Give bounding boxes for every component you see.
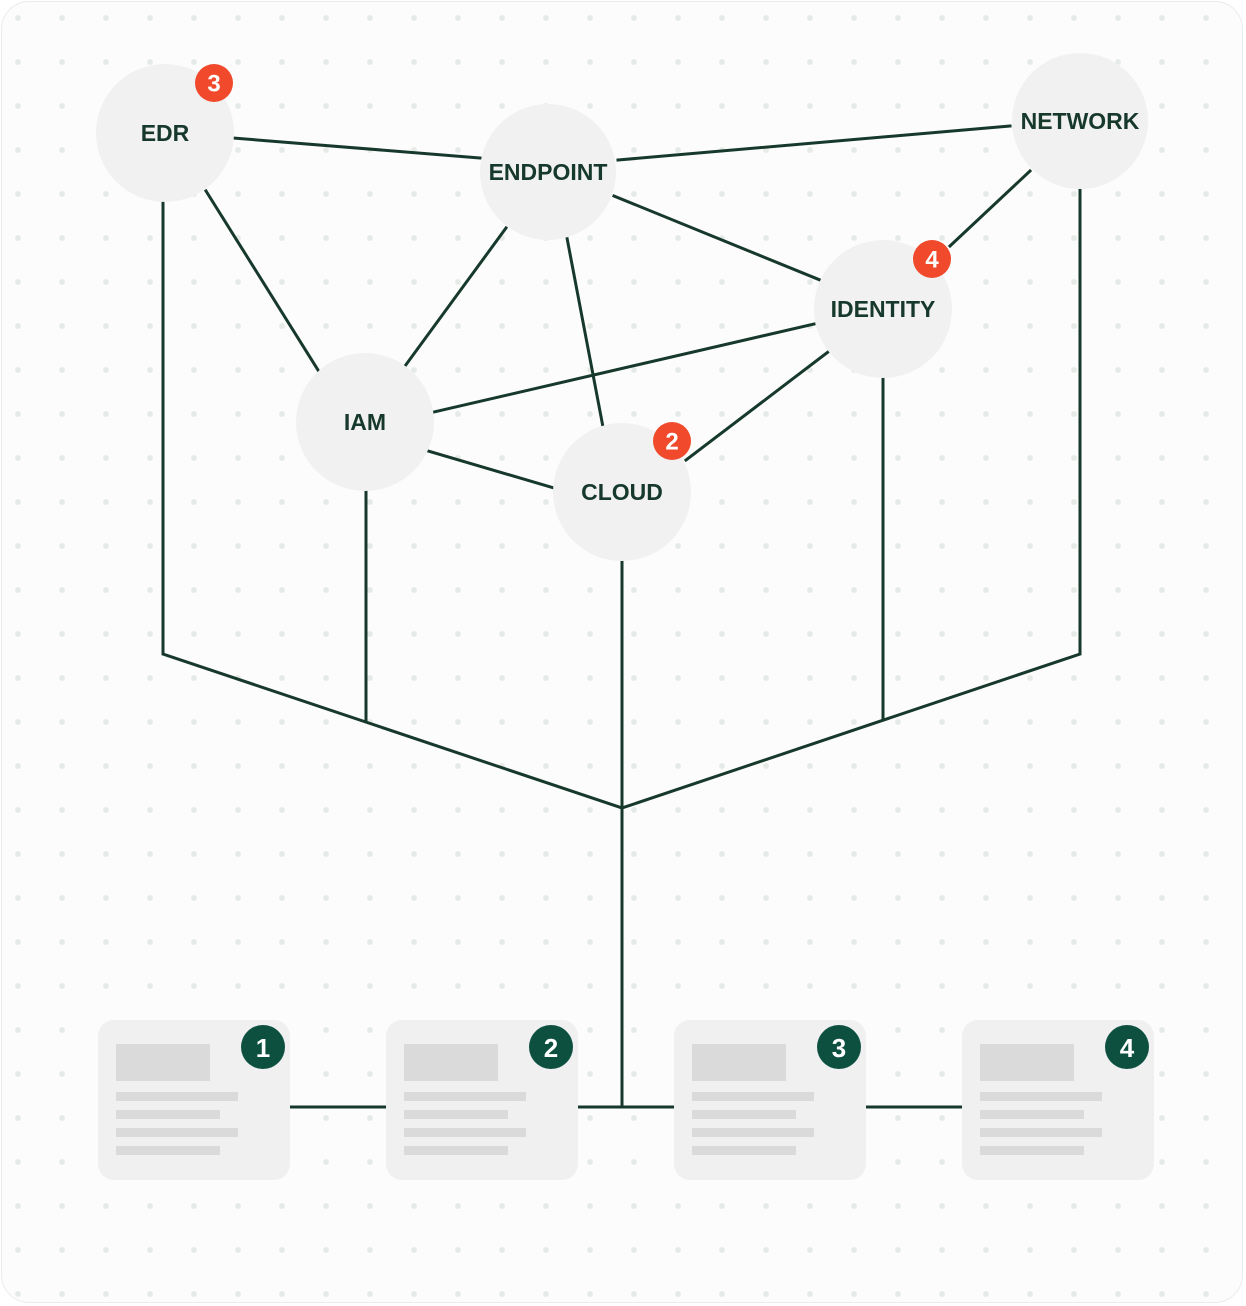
card-4[interactable]: 4 [962, 1020, 1154, 1180]
node-label: NETWORK [1021, 108, 1140, 134]
node-label: CLOUD [581, 479, 663, 505]
alert-badge: 4 [913, 240, 951, 278]
card-text-line-placeholder [404, 1146, 508, 1155]
card-text-line-placeholder [116, 1092, 238, 1101]
card-text-line-placeholder [404, 1092, 526, 1101]
node-circle [814, 240, 952, 378]
node-edr: EDR 3 [96, 64, 234, 202]
node-circle [480, 104, 616, 240]
alert-badge: 2 [653, 422, 691, 460]
card-number: 3 [832, 1033, 846, 1063]
node-label: IDENTITY [831, 296, 936, 322]
node-iam: IAM [296, 353, 434, 491]
card-number: 4 [1120, 1033, 1135, 1063]
card-text-line-placeholder [116, 1146, 220, 1155]
badge-count: 3 [207, 71, 220, 98]
edge-iam-cloud [426, 449, 556, 490]
edges [161, 124, 1082, 1109]
badge-circle [913, 240, 951, 278]
card-number-badge [817, 1025, 861, 1069]
card-number: 2 [544, 1033, 558, 1063]
card-text-line-placeholder [116, 1128, 238, 1137]
card-text-line-placeholder [980, 1110, 1084, 1119]
edge-identity-iam [432, 322, 816, 414]
alert-badge: 3 [195, 64, 233, 102]
node-circle [553, 423, 691, 561]
trunk-edr [161, 200, 624, 810]
card-text-line-placeholder [980, 1146, 1084, 1155]
card-number-badge [241, 1025, 285, 1069]
card-title-placeholder [692, 1044, 786, 1081]
edge-edr-endpoint [231, 136, 482, 160]
card-text-line-placeholder [692, 1146, 796, 1155]
node-label: IAM [344, 409, 386, 435]
card-text-line-placeholder [404, 1128, 526, 1137]
node-circle [96, 64, 234, 202]
card-number-badge [1105, 1025, 1149, 1069]
edge-endpoint-network [616, 124, 1012, 162]
node-network: NETWORK [1012, 53, 1148, 189]
card-text-line-placeholder [116, 1110, 220, 1119]
card-text-line-placeholder [692, 1092, 814, 1101]
badge-count: 2 [665, 429, 678, 456]
card-text-line-placeholder [692, 1128, 814, 1137]
node-circle [1012, 53, 1148, 189]
card-title-placeholder [980, 1044, 1074, 1081]
edge-endpoint-identity [612, 194, 822, 282]
card-text-line-placeholder [404, 1110, 508, 1119]
card-2[interactable]: 2 [386, 1020, 578, 1180]
node-label: ENDPOINT [489, 159, 608, 185]
node-identity: IDENTITY 4 [814, 240, 952, 378]
card-text-line-placeholder [980, 1092, 1102, 1101]
edge-edr-iam [203, 188, 321, 373]
card-text-line-placeholder [980, 1128, 1102, 1137]
card-number: 1 [256, 1033, 270, 1063]
card-3[interactable]: 3 [674, 1020, 866, 1180]
cards: 1 2 3 4 [98, 1020, 1154, 1180]
card-text-line-placeholder [692, 1110, 796, 1119]
edge-identity-cloud [683, 349, 831, 463]
edge-network-identity [947, 168, 1033, 249]
card-title-placeholder [404, 1044, 498, 1081]
card-number-badge [529, 1025, 573, 1069]
badge-circle [653, 422, 691, 460]
node-label: EDR [141, 120, 190, 146]
card-1[interactable]: 1 [98, 1020, 290, 1180]
edge-endpoint-iam [402, 225, 509, 369]
trunk-network [620, 188, 1082, 810]
card-title-placeholder [116, 1044, 210, 1081]
node-circle [296, 353, 434, 491]
badge-count: 4 [925, 247, 939, 274]
badge-circle [195, 64, 233, 102]
node-endpoint: ENDPOINT [480, 104, 616, 240]
edge-endpoint-cloud [565, 236, 605, 429]
